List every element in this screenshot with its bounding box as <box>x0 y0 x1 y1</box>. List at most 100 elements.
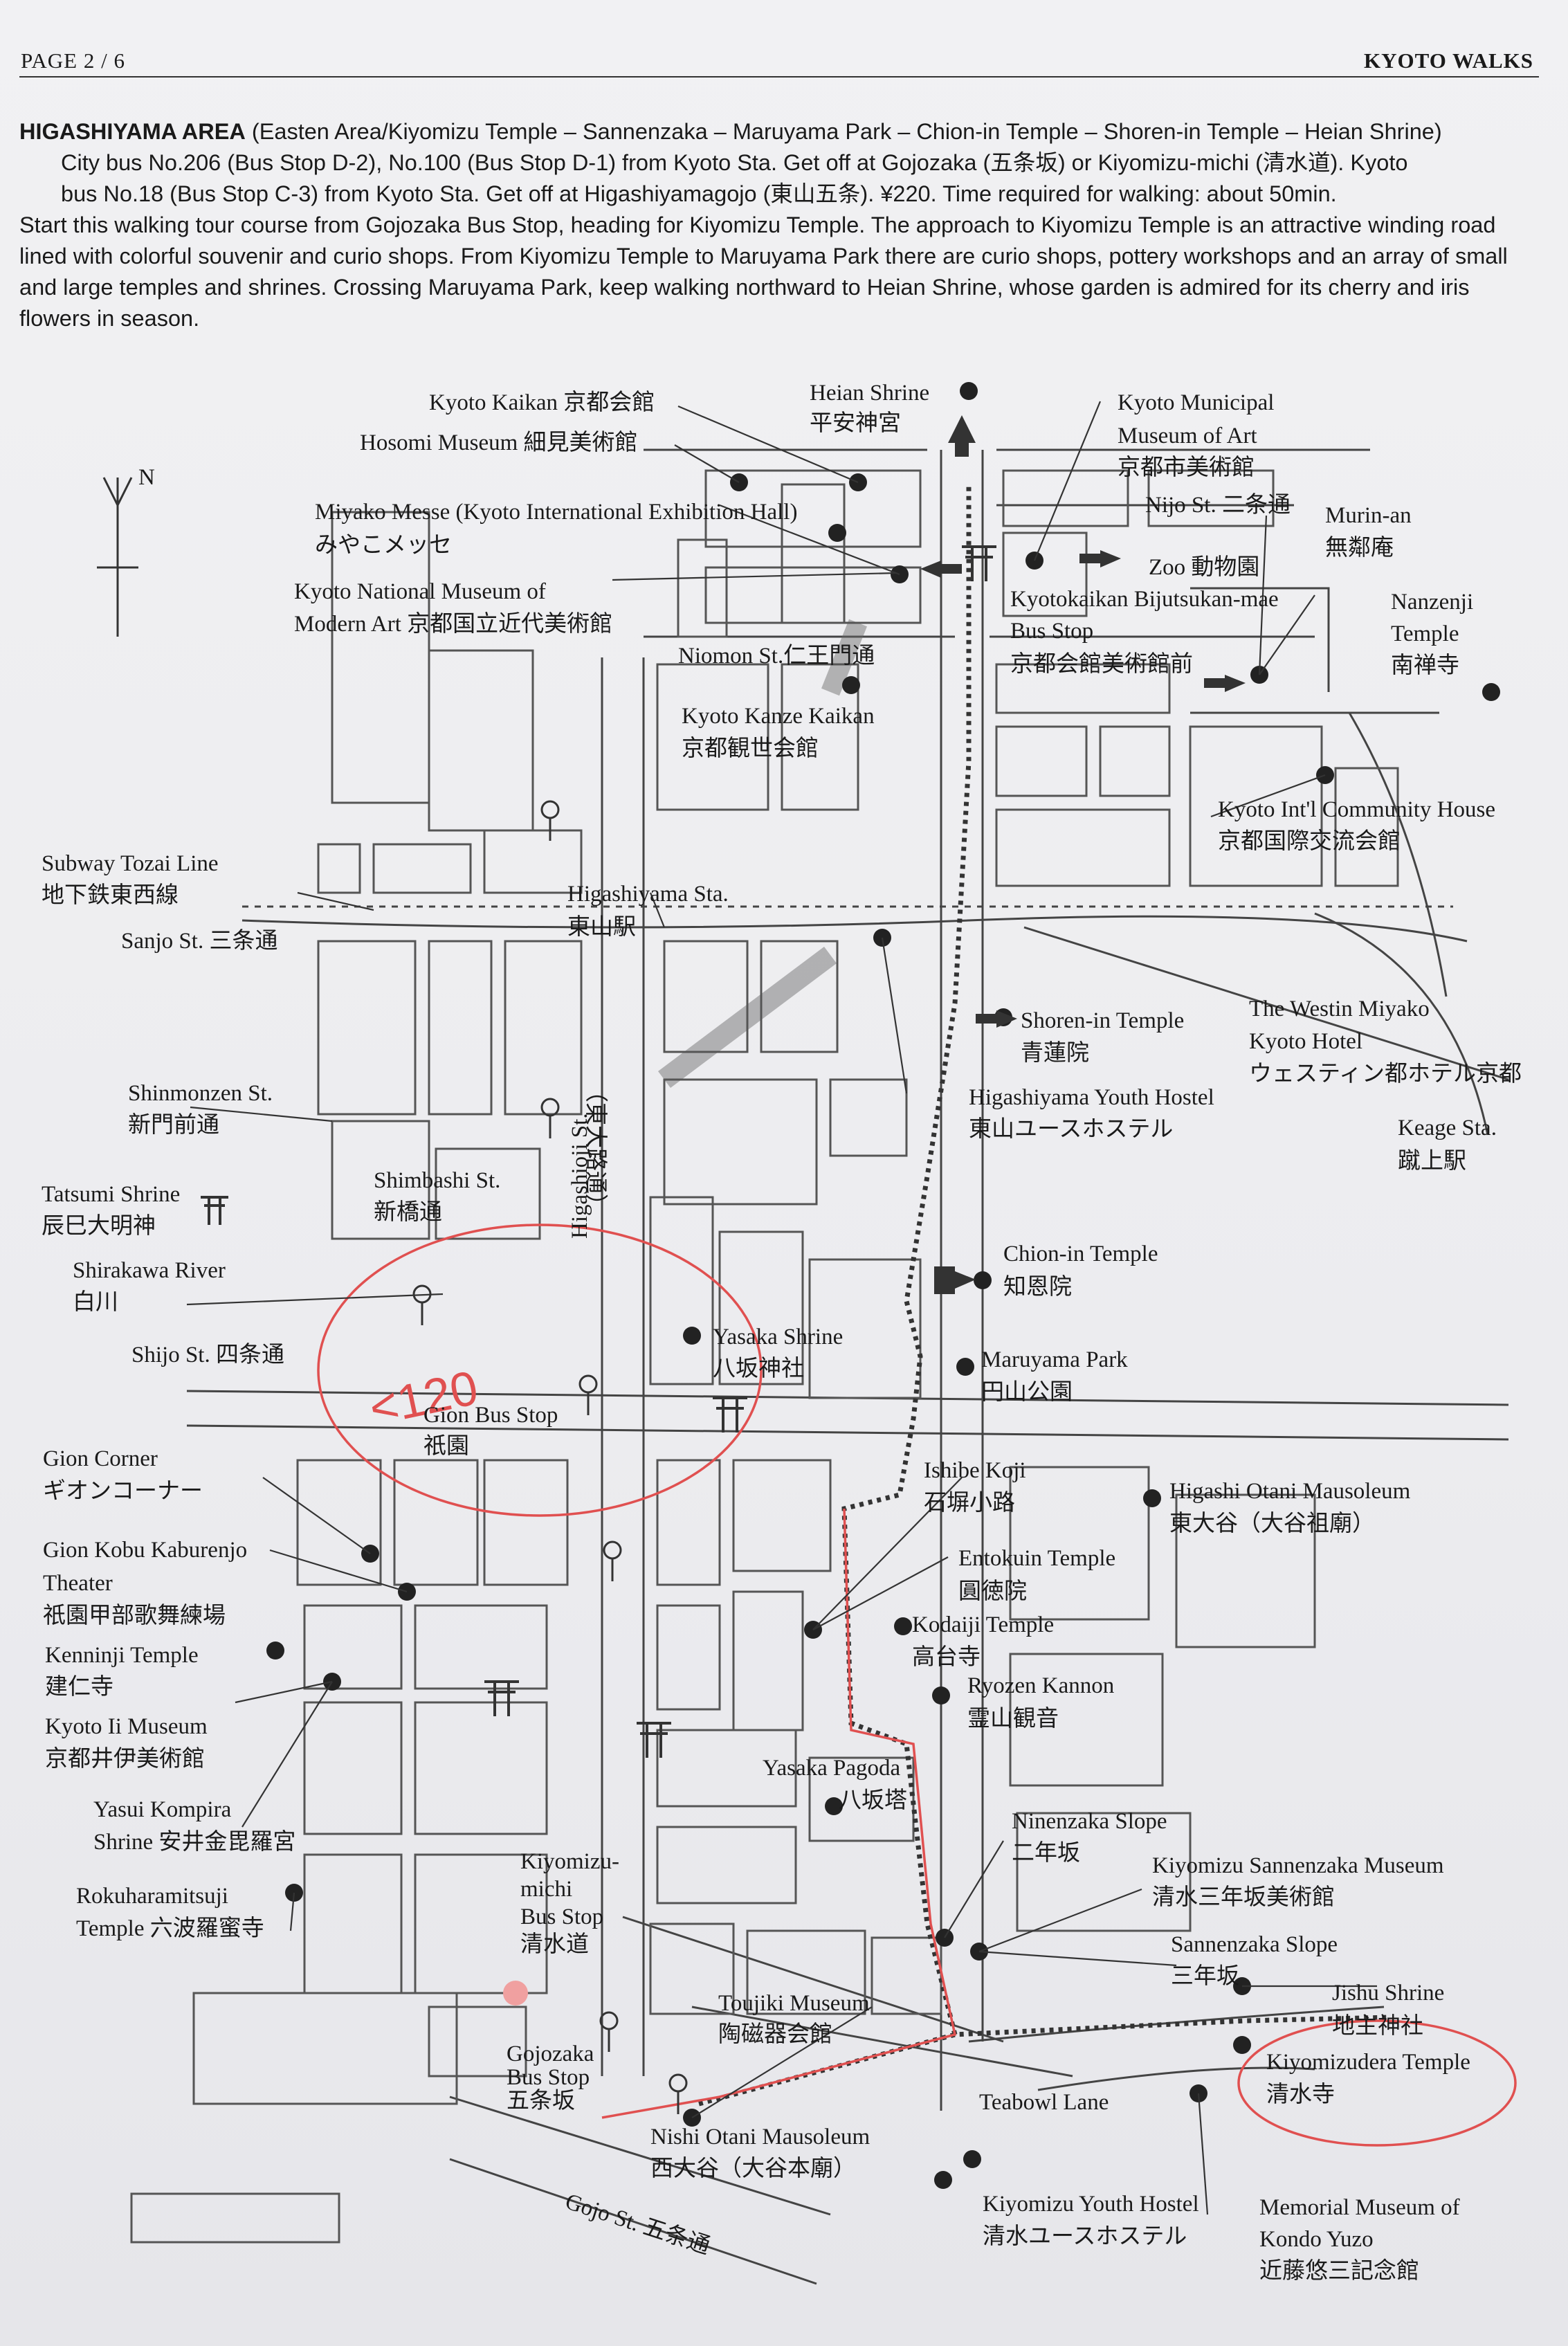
label-entokuin-ja: 圓徳院 <box>958 1579 1027 1604</box>
label-toujiki-museum: Toujiki Museum <box>718 1991 870 2016</box>
access-line-2: bus No.18 (Bus Stop C-3) from Kyoto Sta.… <box>61 181 1337 206</box>
label-kodaiji-ja: 高台寺 <box>912 1644 981 1670</box>
label-rokuharamitsuji-temple: Temple 六波羅蜜寺 <box>76 1916 264 1941</box>
label-ninenzaka-ja: 二年坂 <box>1012 1840 1080 1866</box>
label-museum-of-art: Museum of Art <box>1118 424 1257 448</box>
label-chion-in-ja: 知恩院 <box>1003 1274 1072 1300</box>
label-nijo-st-en: Nijo St. <box>1145 493 1216 518</box>
place-labels: Heian Shrine 平安神宮 Kyoto Kaikan 京都会館 Hoso… <box>42 381 1522 2284</box>
label-shijo-st-ja: 四条通 <box>216 1342 284 1367</box>
label-rokuharamitsuji-ja: 六波羅蜜寺 <box>150 1916 264 1941</box>
red-circle-kiyomizudera <box>1237 2019 1517 2147</box>
label-subway-tozai: Subway Tozai Line <box>42 851 219 876</box>
label-maruyama-park: Maruyama Park <box>981 1347 1128 1372</box>
document-title: KYOTO WALKS <box>1363 48 1533 73</box>
label-sannenzaka-slope: Sannenzaka Slope <box>1171 1932 1338 1957</box>
label-kodaiji: Kodaiji Temple <box>912 1612 1054 1637</box>
torii-icon <box>201 545 996 1758</box>
arrow-markers <box>920 550 1246 1294</box>
label-yasui-shrine-en: Shrine <box>93 1830 153 1855</box>
label-zoo-ja: 動物園 <box>1191 554 1259 580</box>
label-shinmonzen-st: Shinmonzen St. <box>128 1081 273 1106</box>
label-shirakawa-river-ja: 白川 <box>73 1289 118 1315</box>
north-arrow-icon: N <box>97 465 155 637</box>
label-nanzenji: Nanzenji <box>1391 590 1473 615</box>
label-shoren-in: Shoren-in Temple <box>1021 1008 1184 1033</box>
label-bijutsukan-mae: Kyotokaikan Bijutsukan-mae <box>1010 587 1279 612</box>
label-sannenzaka-museum-ja: 清水三年坂美術館 <box>1152 1884 1335 1910</box>
label-nijo-st: Nijo St. 二条通 <box>1145 492 1291 518</box>
label-hosomi-museum-ja: 細見美術館 <box>524 430 638 455</box>
label-kanze-kaikan-ja: 京都観世会館 <box>682 736 819 761</box>
label-entokuin: Entokuin Temple <box>958 1546 1115 1571</box>
label-kiyomizu-michi-ja: 清水道 <box>520 1931 589 1957</box>
label-jishu-shrine: Jishu Shrine <box>1332 1981 1444 2006</box>
intro-text: HIGASHIYAMA AREA (Easten Area/Kiyomizu T… <box>19 116 1542 334</box>
red-marker-gojozaka <box>503 1981 528 2006</box>
label-kiyomizu-michi-2: michi <box>520 1877 572 1902</box>
label-yasaka-shrine-ja: 八坂神社 <box>713 1356 804 1381</box>
label-kondo-yuzo-ja: 近藤悠三記念館 <box>1259 2258 1419 2284</box>
label-heian-shrine: Heian Shrine <box>810 381 929 406</box>
label-gojo-st-en: Gojo St. <box>563 2189 643 2236</box>
label-higashi-otani-ja: 東大谷（大谷祖廟） <box>1169 1511 1375 1536</box>
label-ishibe-koji-ja: 石塀小路 <box>924 1490 1015 1516</box>
label-yasaka-pagoda-ja: 八坂塔 <box>839 1788 907 1813</box>
label-yasui-shrine-ja: 安井金毘羅宮 <box>158 1829 295 1855</box>
label-sannenzaka-museum: Kiyomizu Sannenzaka Museum <box>1152 1853 1444 1878</box>
label-nishi-otani-ja: 西大谷（大谷本廟） <box>650 2156 856 2181</box>
label-yasui-shrine: Shrine 安井金毘羅宮 <box>93 1829 295 1855</box>
label-municipal-museum: Kyoto Municipal <box>1118 390 1274 415</box>
label-gojozaka: Gojozaka <box>507 2042 594 2066</box>
label-ryozen-kannon: Ryozen Kannon <box>967 1673 1114 1698</box>
label-nanzenji-ja: 南禅寺 <box>1391 653 1459 678</box>
label-kyoto-ii-museum: Kyoto Ii Museum <box>45 1714 208 1739</box>
red-marker-route <box>601 1508 957 2119</box>
label-shirakawa-river: Shirakawa River <box>73 1258 226 1283</box>
label-kiyomizudera-ja: 清水寺 <box>1266 2082 1335 2107</box>
leader-lines <box>186 401 1377 2215</box>
label-theater: Theater <box>43 1571 113 1596</box>
label-shimbashi-st-ja: 新橋通 <box>374 1199 442 1225</box>
label-community-house-ja: 京都国際交流会館 <box>1218 828 1401 854</box>
label-kondo-yuzo: Kondo Yuzo <box>1259 2227 1374 2252</box>
label-kanze-kaikan: Kyoto Kanze Kaikan <box>682 704 875 729</box>
label-shijo-st: Shijo St. 四条通 <box>131 1342 284 1367</box>
label-heian-shrine-ja: 平安神宮 <box>810 410 901 436</box>
intro-body: Start this walking tour course from Gojo… <box>19 212 1508 331</box>
label-teabowl-lane: Teabowl Lane <box>979 2090 1109 2115</box>
label-subway-tozai-ja: 地下鉄東西線 <box>42 882 179 908</box>
label-rokuharamitsuji: Rokuharamitsuji <box>76 1884 228 1909</box>
label-tatsumi-shrine: Tatsumi Shrine <box>42 1182 180 1207</box>
label-hosomi-museum-en: Hosomi Museum <box>360 430 518 455</box>
city-blocks <box>130 469 1399 2244</box>
label-murin-an-ja: 無鄰庵 <box>1325 535 1394 561</box>
label-kaburenjo: Gion Kobu Kaburenjo <box>43 1538 247 1563</box>
label-kiyomizudera: Kiyomizudera Temple <box>1266 2050 1470 2075</box>
label-hosomi-museum: Hosomi Museum 細見美術館 <box>360 430 638 455</box>
label-keage-sta: Keage Sta. <box>1398 1116 1497 1140</box>
label-nanzenji-temple: Temple <box>1391 621 1459 646</box>
red-circle-gion <box>317 1224 763 1517</box>
label-community-house: Kyoto Int'l Community House <box>1218 797 1495 822</box>
label-tatsumi-shrine-ja: 辰巳大明神 <box>42 1213 156 1239</box>
label-gion-corner-ja: ギオンコーナー <box>43 1479 203 1504</box>
label-zoo-en: Zoo <box>1149 555 1185 580</box>
label-kyoto-kaikan-ja: 京都会館 <box>563 390 655 415</box>
label-yasaka-pagoda: Yasaka Pagoda <box>763 1756 901 1781</box>
label-sanjo-st: Sanjo St. 三条通 <box>121 928 277 954</box>
label-kyoto-ii-museum-ja: 京都井伊美術館 <box>45 1746 205 1772</box>
label-westin-ja: ウェスティン都ホテル京都 <box>1249 1061 1522 1086</box>
label-gion-bus-stop-ja: 祇園 <box>423 1433 469 1459</box>
label-miyako-messe: Miyako Messe (Kyoto International Exhibi… <box>315 500 797 525</box>
label-higashioji-st-ja: （東大路通） <box>583 1080 608 1217</box>
label-kenninji-ja: 建仁寺 <box>45 1674 113 1700</box>
label-niomon-st: Niomon St.仁王門通 <box>678 643 875 669</box>
label-gojozaka-bus-stop: Bus Stop <box>507 2065 590 2090</box>
label-modern-art: Modern Art 京都国立近代美術館 <box>294 611 612 637</box>
header-rule <box>19 76 1539 78</box>
label-yasui-kompira: Yasui Kompira <box>93 1797 232 1822</box>
label-higashi-otani: Higashi Otani Mausoleum <box>1169 1479 1411 1504</box>
label-shinmonzen-st-ja: 新門前通 <box>128 1112 219 1138</box>
